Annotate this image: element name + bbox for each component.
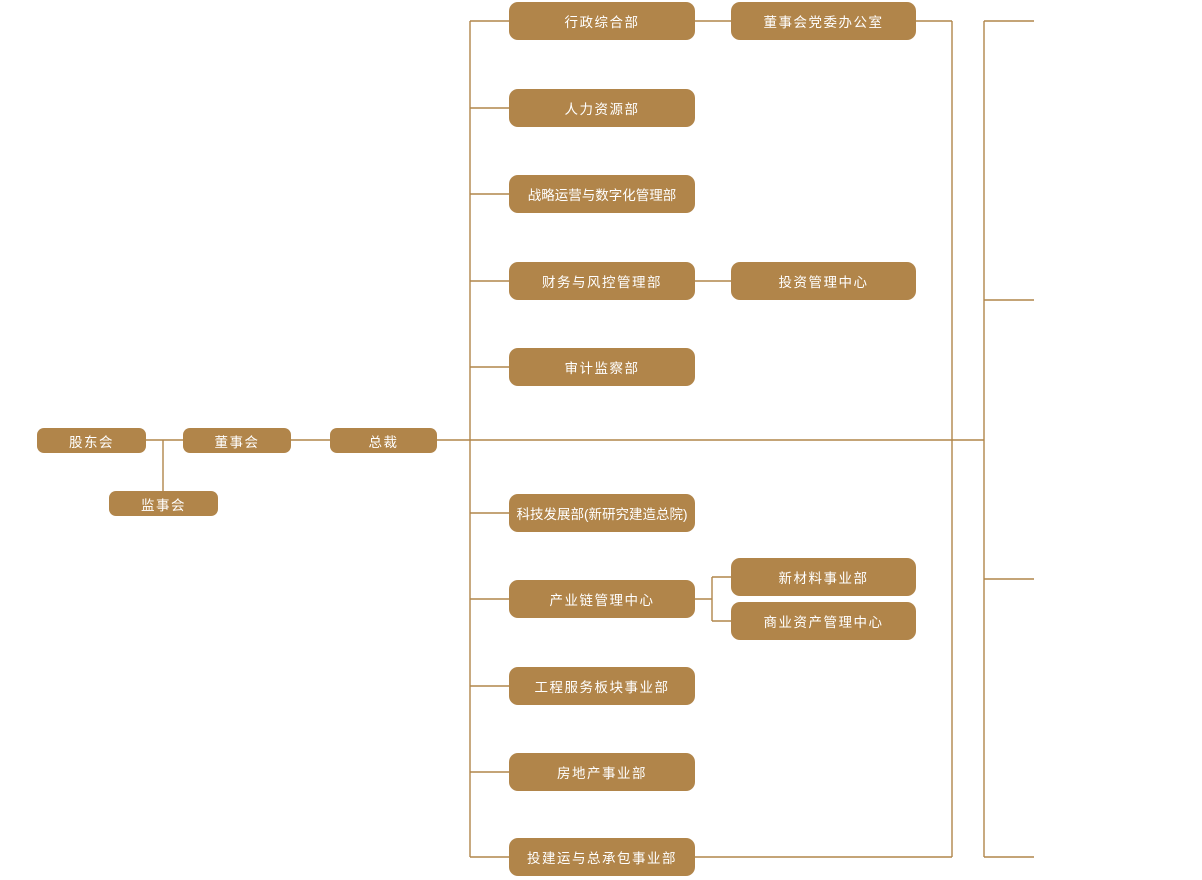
node-investment[interactable]: 投资管理中心 (731, 262, 916, 300)
node-finance[interactable]: 财务与风控管理部 (509, 262, 695, 300)
node-hr[interactable]: 人力资源部 (509, 89, 695, 127)
node-board[interactable]: 董事会 (183, 428, 291, 453)
connector-dept-stubs (470, 20, 509, 858)
node-shareholders[interactable]: 股东会 (37, 428, 146, 453)
node-supervisory[interactable]: 监事会 (109, 491, 218, 516)
node-admin[interactable]: 行政综合部 (509, 2, 695, 40)
node-epc[interactable]: 投建运与总承包事业部 (509, 838, 695, 876)
node-engineering[interactable]: 工程服务板块事业部 (509, 667, 695, 705)
node-strategy[interactable]: 战略运营与数字化管理部 (509, 175, 695, 213)
node-industry-chain[interactable]: 产业链管理中心 (509, 580, 695, 618)
node-real-estate[interactable]: 房地产事业部 (509, 753, 695, 791)
node-audit[interactable]: 审计监察部 (509, 348, 695, 386)
node-new-materials[interactable]: 新材料事业部 (731, 558, 916, 596)
node-commercial-assets[interactable]: 商业资产管理中心 (731, 602, 916, 640)
connector-right-stubs (984, 20, 1034, 858)
node-tech[interactable]: 科技发展部(新研究建造总院) (509, 494, 695, 532)
connector-industry-children (695, 576, 731, 622)
node-president[interactable]: 总裁 (330, 428, 437, 453)
node-party-office[interactable]: 董事会党委办公室 (731, 2, 916, 40)
